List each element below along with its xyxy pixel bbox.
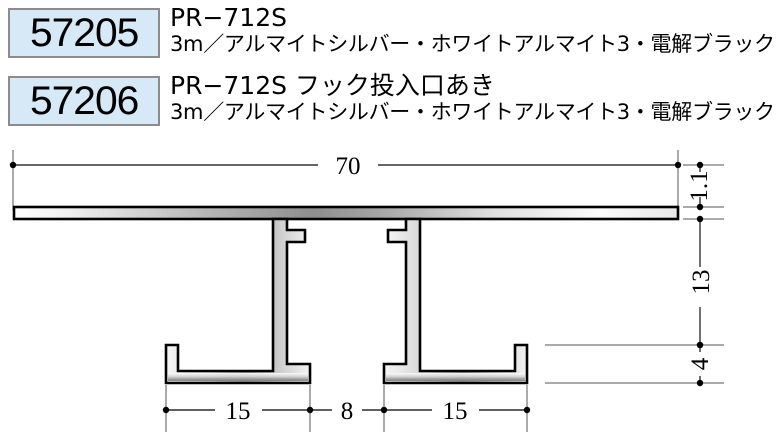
profile-top-plate [12, 205, 680, 221]
extension-lines [12, 150, 724, 432]
product-title: PR−712S フック投入口あき [170, 71, 495, 100]
dimension-label-bottom-left: 15 [226, 398, 251, 425]
dimension-label-top-width: 70 [336, 153, 361, 180]
product-code: 57206 [29, 79, 139, 123]
dimension-bottom-chain: 15 8 15 [162, 398, 531, 425]
profile-right-web [382, 217, 529, 385]
profile-left-web [164, 217, 312, 385]
dimension-vertical-chain: 1.1 13 4 [686, 161, 715, 387]
dimension-label-web-height: 13 [688, 270, 715, 295]
product-row: 57205 PR−712S 3m／アルマイトシルバー・ホワイトアルマイト3・電解… [0, 4, 783, 66]
dimension-label-plate-thickness: 1.1 [686, 170, 713, 201]
cross-section-drawing: 70 1.1 13 4 [0, 142, 783, 443]
dimension-label-foot-height: 4 [687, 357, 714, 370]
dimension-label-bottom-right: 15 [443, 398, 468, 425]
product-subtitle: 3m／アルマイトシルバー・ホワイトアルマイト3・電解ブラック [170, 32, 775, 56]
product-title: PR−712S [170, 3, 287, 32]
product-code: 57205 [29, 11, 139, 55]
profile-left-foot-shade [168, 373, 308, 381]
product-code-box: 57205 [8, 8, 160, 58]
product-subtitle: 3m／アルマイトシルバー・ホワイトアルマイト3・電解ブラック [170, 100, 775, 124]
product-row: 57206 PR−712S フック投入口あき 3m／アルマイトシルバー・ホワイト… [0, 72, 783, 134]
dimension-70: 70 [9, 153, 682, 180]
profile-right-foot-shade [386, 373, 525, 381]
dimension-label-bottom-center: 8 [341, 398, 354, 425]
product-code-box: 57206 [8, 76, 160, 126]
